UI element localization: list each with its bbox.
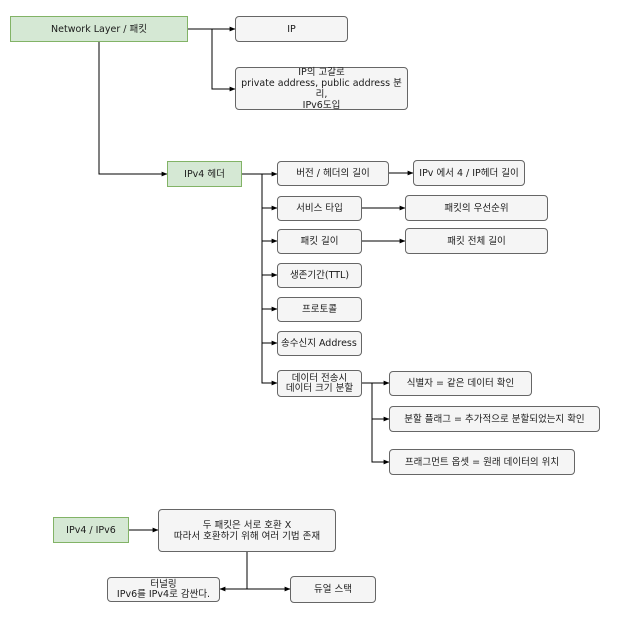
packet-priority-node: 패킷의 우선순위 bbox=[405, 195, 548, 221]
edge-ipv4-to-ttl bbox=[242, 173, 278, 278]
edge-network-to-ipv4-header bbox=[98, 42, 168, 177]
tunneling-node: 터널링 IPv6를 IPv4로 감싼다. bbox=[107, 577, 220, 602]
edge-network-to-depletion bbox=[188, 28, 236, 92]
dual-stack-node: 듀얼 스택 bbox=[290, 576, 376, 603]
identifier-node: 식별자 = 같은 데이터 확인 bbox=[389, 371, 532, 396]
edge-frag-to-flag bbox=[362, 382, 390, 422]
packet-total-length-node: 패킷 전체 길이 bbox=[405, 228, 548, 254]
edge-incompatible-to-dualstack bbox=[246, 552, 291, 592]
flag-node: 분할 플래그 = 추가적으로 분할되었는지 확인 bbox=[389, 406, 600, 432]
edge-ipv4-to-fragmentation bbox=[242, 173, 278, 386]
protocol-node: 프로토콜 bbox=[277, 297, 362, 322]
incompatible-node: 두 패킷은 서로 호환 X 따라서 호환하기 위해 여러 기법 존재 bbox=[158, 509, 336, 552]
ipv4-header-node: IPv4 헤더 bbox=[167, 161, 242, 187]
edge-ipv4-to-service bbox=[242, 173, 278, 211]
edge-frag-to-offset bbox=[362, 382, 390, 465]
ipv4-6-header-length-node: IPv 에서 4 / IP헤더 길이 bbox=[413, 160, 525, 186]
ip-node: IP bbox=[235, 16, 348, 42]
fragmentation-node: 데이터 전송시 데이터 크기 분할 bbox=[277, 370, 362, 397]
ipv4-ipv6-node: IPv4 / IPv6 bbox=[53, 517, 129, 543]
ip-depletion-node: IP의 고갈로 private address, public address … bbox=[235, 67, 408, 111]
ttl-node: 생존기간(TTL) bbox=[277, 263, 362, 288]
service-type-node: 서비스 타입 bbox=[277, 196, 362, 221]
edge-incompatible-to-tunneling bbox=[219, 552, 248, 592]
packet-length-node: 패킷 길이 bbox=[277, 229, 362, 254]
version-header-length-node: 버전 / 헤더의 길이 bbox=[277, 161, 389, 186]
edge-ipv4-to-address bbox=[242, 173, 278, 346]
src-dst-address-node: 송수신지 Address bbox=[277, 331, 362, 356]
fragment-offset-node: 프래그먼트 옵셋 = 원래 데이터의 위치 bbox=[389, 449, 575, 475]
network-layer-node: Network Layer / 패킷 bbox=[10, 16, 188, 42]
